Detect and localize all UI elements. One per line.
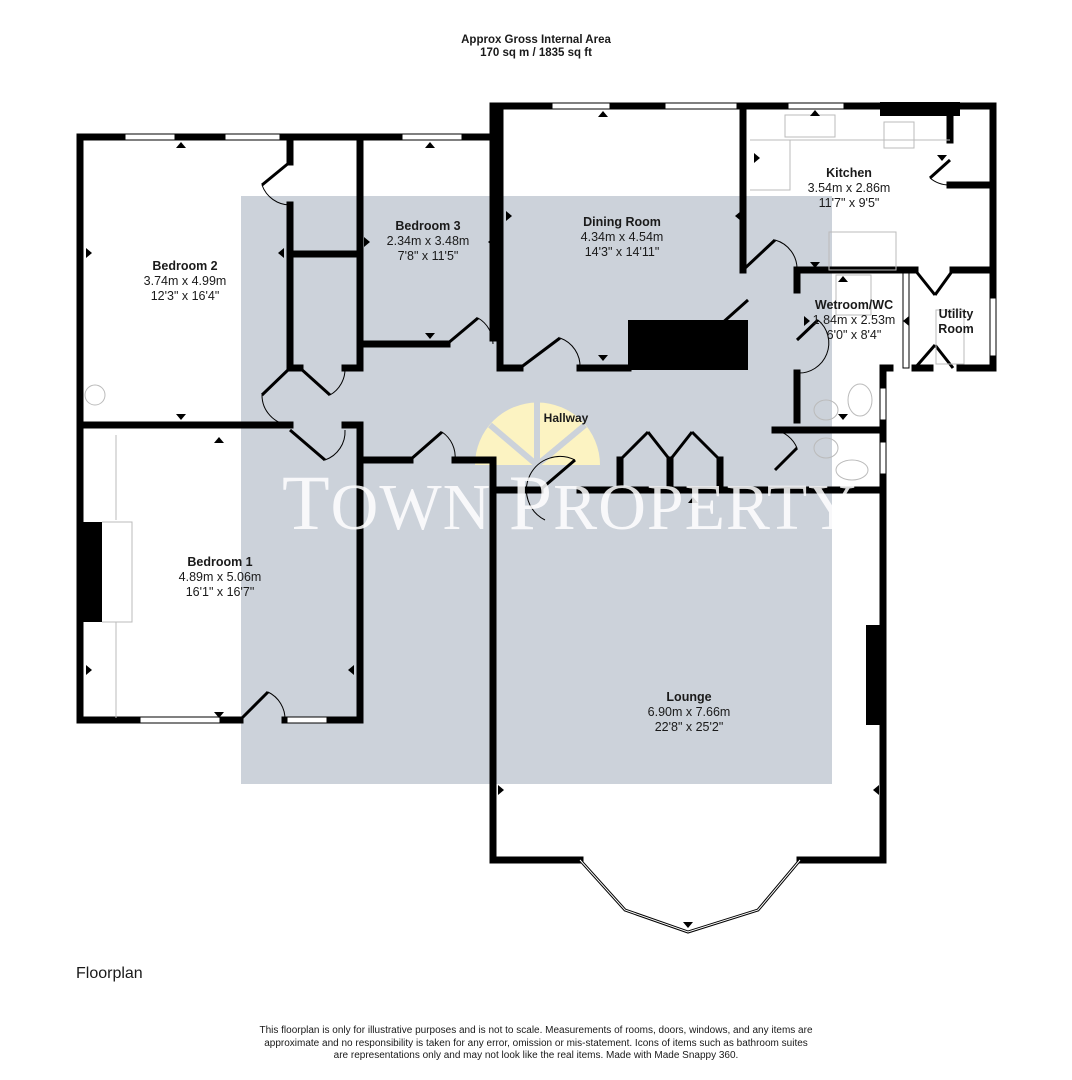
basin-icon: [813, 437, 839, 459]
basin-icon: [813, 399, 839, 421]
room-label-wetroom: Wetroom/WC 1.84m x 2.53m 6'0" x 8'4": [812, 298, 896, 342]
room-label-lounge: Lounge 6.90m x 7.66m 22'8" x 25'2": [647, 690, 731, 734]
toilet-icon: [847, 383, 873, 417]
room-label-hallway: Hallway: [543, 411, 589, 425]
toilet-icon: [835, 459, 869, 481]
chimney-lounge: [866, 625, 880, 725]
disclaimer: This floorplan is only for illustrative …: [259, 1025, 813, 1061]
room-label-bedroom-1: Bedroom 1 4.89m x 5.06m 16'1" x 16'7": [178, 555, 262, 599]
gross-area-header: Approx Gross Internal Area 170 sq m / 18…: [0, 34, 1072, 60]
room-label-utility-room: Utility Room: [938, 307, 974, 336]
chimney-dining: [628, 320, 748, 370]
sink-icon: [784, 114, 836, 138]
gross-area-title: Approx Gross Internal Area: [461, 34, 611, 46]
room-label-bedroom-3: Bedroom 3 2.34m x 3.48m 7'8" x 11'5": [386, 219, 470, 263]
chimney-bedroom1: [80, 522, 102, 622]
dimension-markers: [86, 110, 947, 928]
room-label-dining-room: Dining Room 4.34m x 4.54m 14'3" x 14'11": [580, 215, 664, 259]
gross-area-value: 170 sq m / 1835 sq ft: [480, 47, 592, 59]
room-label-bedroom-2: Bedroom 2 3.74m x 4.99m 12'3" x 16'4": [143, 259, 227, 303]
hob-icon: [883, 121, 915, 149]
doors: [238, 158, 955, 722]
floorplan-caption: Floorplan: [76, 965, 143, 982]
fixtures: [84, 114, 965, 718]
town-property-watermark: TOWN PROPERTY: [282, 459, 857, 546]
room-label-kitchen: Kitchen 3.54m x 2.86m 11'7" x 9'5": [807, 166, 891, 210]
